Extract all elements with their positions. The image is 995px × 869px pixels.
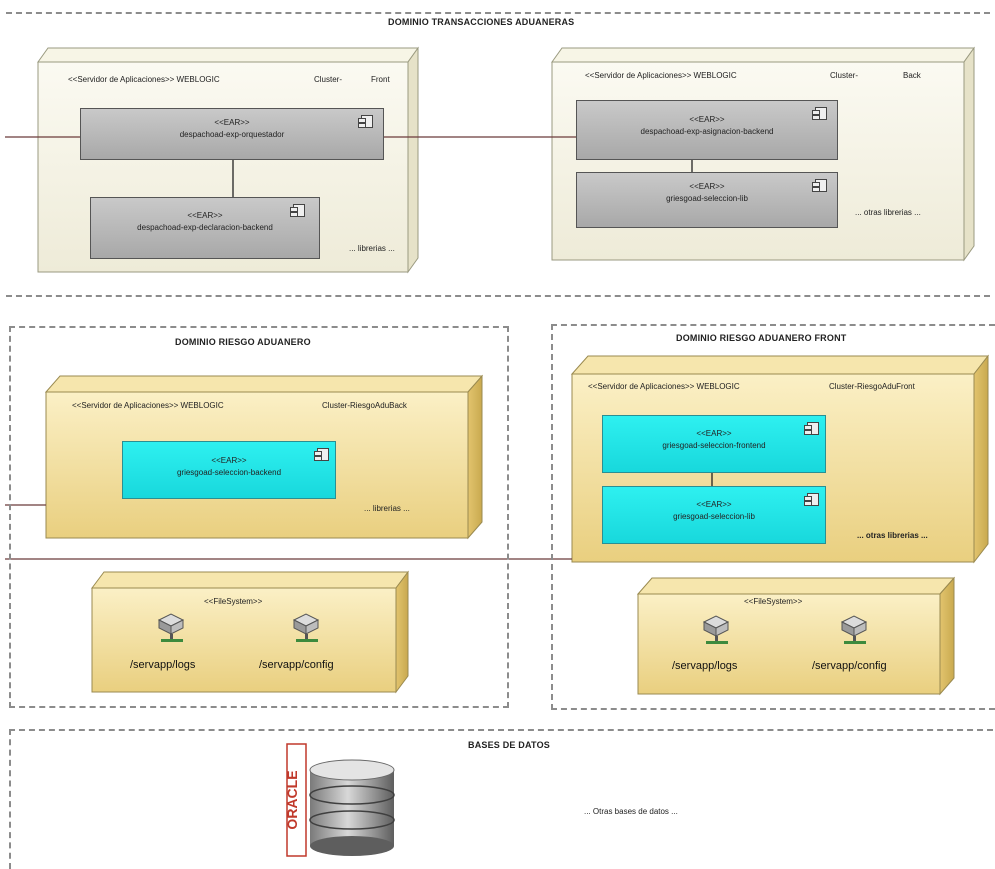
component-orquestador[interactable]: <<EAR>> despachoad-exp-orquestador [80, 108, 384, 160]
component-icon [290, 204, 305, 217]
component-seleccion-lib[interactable]: <<EAR>> griesgoad-seleccion-lib [576, 172, 838, 228]
node-stereotype: <<Servidor de Aplicaciones>> WEBLOGIC [585, 71, 737, 80]
region-title-riesgo: DOMINIO RIESGO ADUANERO [175, 337, 311, 347]
component-seleccion-lib-front[interactable]: <<EAR>> griesgoad-seleccion-lib [602, 486, 826, 544]
filesystem-path-logs: /servapp/logs [672, 660, 738, 672]
region-title-bases: BASES DE DATOS [468, 740, 550, 750]
component-declaracion[interactable]: <<EAR>> despachoad-exp-declaracion-backe… [90, 197, 320, 259]
node-cluster-role: Front [371, 75, 390, 84]
component-seleccion-backend[interactable]: <<EAR>> griesgoad-seleccion-backend [122, 441, 336, 499]
component-icon [804, 422, 819, 435]
component-icon [812, 107, 827, 120]
node-cluster: Cluster-RiesgoAduBack [322, 401, 407, 410]
filesystem-path-config: /servapp/config [812, 660, 887, 672]
region-bases [9, 729, 993, 869]
extra-libraries: ... otras librerias ... [857, 531, 928, 540]
other-databases: ... Otras bases de datos ... [584, 807, 678, 816]
filesystem-path-logs: /servapp/logs [130, 659, 196, 671]
extra-libraries: ... librerias ... [349, 244, 395, 253]
node-stereotype: <<Servidor de Aplicaciones>> WEBLOGIC [68, 75, 220, 84]
component-icon [812, 179, 827, 192]
region-transacciones [6, 12, 990, 297]
node-cluster: Cluster- [314, 75, 343, 84]
component-icon [314, 448, 329, 461]
region-title-riesgo-front: DOMINIO RIESGO ADUANERO FRONT [676, 333, 847, 343]
node-cluster: Cluster-RiesgoAduFront [829, 382, 915, 391]
filesystem-stereotype: <<FileSystem>> [204, 597, 263, 606]
node-cluster: Cluster- [830, 71, 859, 80]
component-icon [358, 115, 373, 128]
filesystem-stereotype: <<FileSystem>> [744, 597, 803, 606]
node-stereotype: <<Servidor de Aplicaciones>> WEBLOGIC [588, 382, 740, 391]
region-riesgo-front [551, 324, 995, 710]
component-seleccion-frontend[interactable]: <<EAR>> griesgoad-seleccion-frontend [602, 415, 826, 473]
region-riesgo [9, 326, 509, 708]
region-title-transacciones: DOMINIO TRANSACCIONES ADUANERAS [388, 17, 575, 27]
filesystem-path-config: /servapp/config [259, 659, 334, 671]
component-icon [804, 493, 819, 506]
node-cluster-role: Back [903, 71, 921, 80]
component-asignacion[interactable]: <<EAR>> despachoad-exp-asignacion-backen… [576, 100, 838, 160]
extra-libraries: ... librerias ... [364, 504, 410, 513]
extra-libraries: ... otras librerias ... [855, 208, 921, 217]
node-stereotype: <<Servidor de Aplicaciones>> WEBLOGIC [72, 401, 224, 410]
